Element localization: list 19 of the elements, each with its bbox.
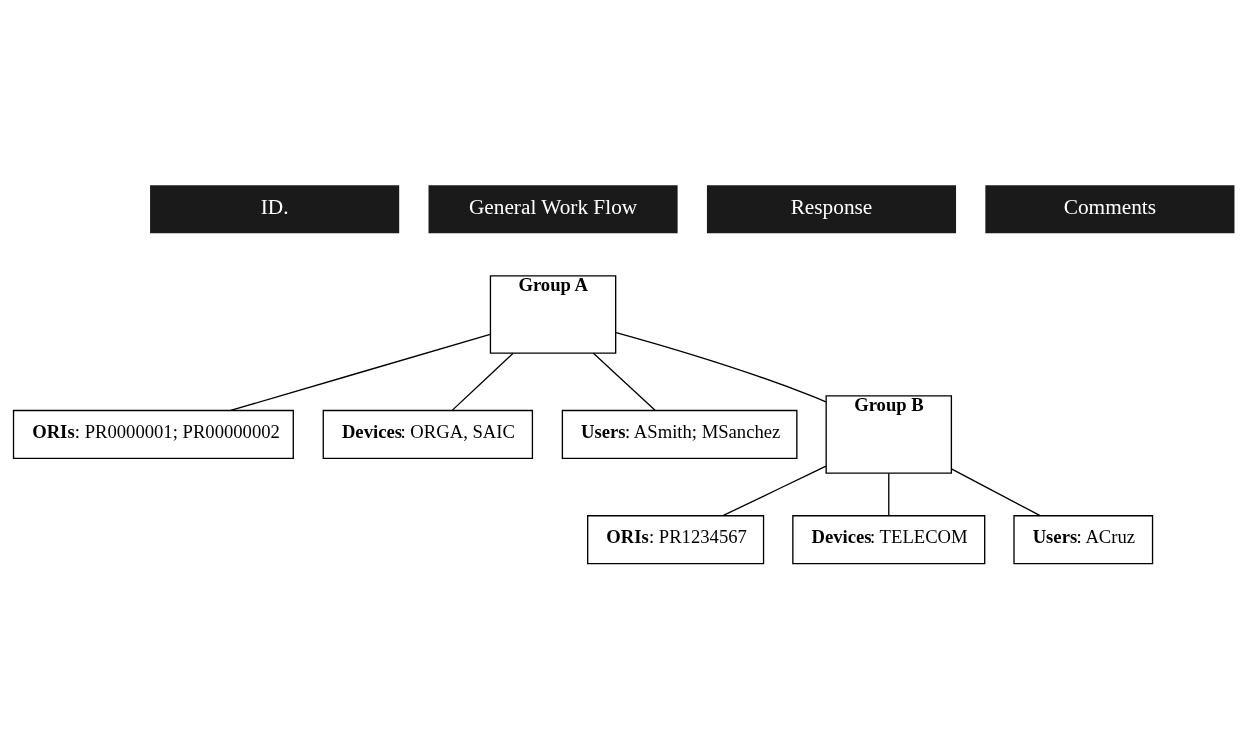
connector [592,352,656,412]
label: Response [790,195,873,220]
label: General Work Flow [468,195,638,220]
label: ID. [260,195,289,220]
connector [722,465,827,517]
connector [615,331,827,403]
node-box: Devices: ORGA, SAIC [322,409,534,460]
connector [451,352,514,412]
connector [951,468,1041,517]
node-box: Devices: TELECOM [792,515,986,565]
node-box: ORIs: PR0000001; PR00000002 [12,409,294,460]
connector [888,472,890,517]
node-box: Users: ACruz [1013,515,1154,565]
node-box: ORIs: PR1234567 [587,515,765,565]
node-box: Users: ASmith; MSanchez [561,409,798,460]
node-box: Group B [825,395,953,474]
label: Comments [1063,195,1157,220]
connector [229,333,491,412]
node-box: Group A [489,275,617,354]
